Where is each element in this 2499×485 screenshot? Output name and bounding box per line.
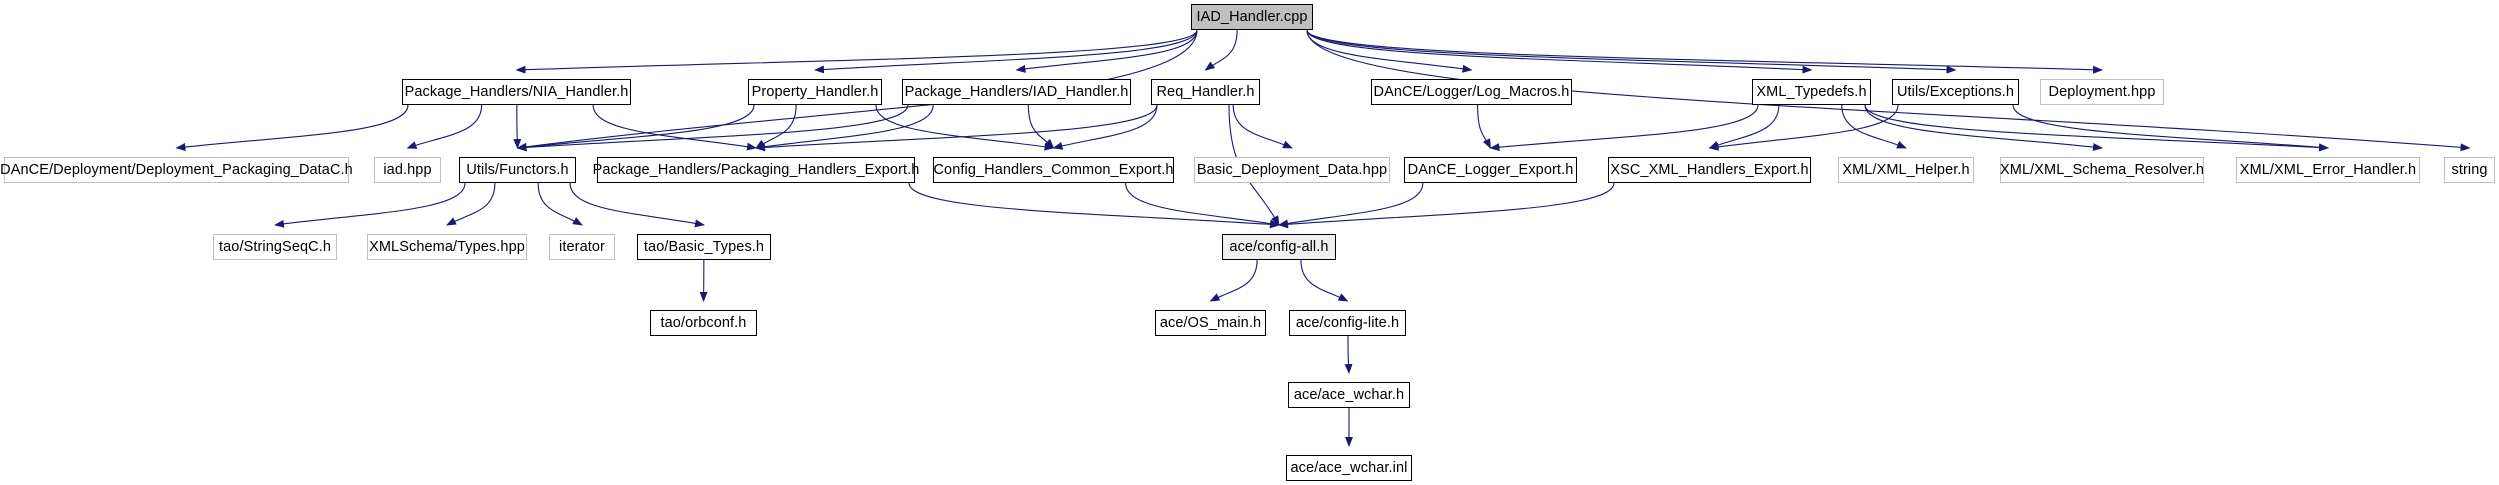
graph-edge [1125,182,1280,228]
graph-edge [1278,182,1615,229]
graph-node-xml-xml-error-handler-h[interactable]: XML/XML_Error_Handler.h [2236,157,2420,183]
graph-node-ace-ace-wchar-h[interactable]: ace/ace_wchar.h [1288,382,1410,408]
graph-edge [1306,29,1813,74]
graph-edge [406,104,483,149]
graph-edge [908,182,1280,229]
graph-edge [569,182,705,228]
graph-node-xsc-xml-handlers-export-h[interactable]: XSC_XML_Handlers_Export.h [1608,157,1811,183]
graph-node-iad-hpp[interactable]: iad.hpp [374,157,441,183]
graph-edge [1489,104,1759,152]
graph-node-ace-config-all-h[interactable]: ace/config-all.h [1222,234,1336,260]
graph-node-config-handlers-common-export-h[interactable]: Config_Handlers_Common_Export.h [933,157,1174,183]
graph-edge [446,182,496,226]
graph-edge [537,182,583,226]
graph-edge [1864,104,2329,152]
graph-edge [1052,104,1158,150]
graph-node-dance-logger-export-h[interactable]: DAnCE_Logger_Export.h [1404,157,1577,183]
graph-edge [516,104,755,152]
graph-node-req-handler-h[interactable]: Req_Handler.h [1151,79,1260,105]
graph-node-tao-basic-types-h[interactable]: tao/Basic_Types.h [637,234,771,260]
graph-node-tao-stringseqc-h[interactable]: tao/StringSeqC.h [213,234,337,260]
graph-node-package-handlers-nia-handler-h[interactable]: Package_Handlers/NIA_Handler.h [402,79,631,105]
graph-node-iterator[interactable]: iterator [549,234,615,260]
graph-edge [1306,29,2471,152]
graph-edge [175,104,409,151]
graph-node-xml-xml-schema-resolver-h[interactable]: XML/XML_Schema_Resolver.h [2000,157,2204,183]
graph-edge [1477,104,1491,149]
graph-node-property-handler-h[interactable]: Property_Handler.h [748,79,882,105]
graph-edge [516,104,909,152]
graph-node-package-handlers-iad-handler-h[interactable]: Package_Handlers/IAD_Handler.h [902,79,1131,105]
graph-node-ace-os-main-h[interactable]: ace/OS_main.h [1155,310,1266,336]
graph-edge [1278,182,1424,228]
graph-edge [592,104,757,151]
graph-node-dance-logger-log-macros-h[interactable]: DAnCE/Logger/Log_Macros.h [1371,79,1572,105]
graph-edge [1300,259,1349,302]
graph-edge [1027,104,1055,149]
edge-group [175,29,2471,447]
graph-node-ace-ace-wchar-inl[interactable]: ace/ace_wchar.inl [1286,455,1412,481]
graph-edge [814,29,1198,74]
graph-edge [1841,104,1907,149]
graph-node-dance-deployment-deployment-packaging-datac-h[interactable]: DAnCE/Deployment/Deployment_Packaging_Da… [0,157,353,183]
graph-edge [1708,104,1899,151]
graph-edge [2012,104,2329,152]
graph-node-utils-exceptions-h[interactable]: Utils/Exceptions.h [1892,79,2019,105]
graph-edge [1306,29,1957,74]
graph-edge [1864,104,2103,152]
graph-node-xmlschema-types-hpp[interactable]: XMLSchema/Types.hpp [367,234,527,260]
graph-edge [274,182,466,228]
graph-edge [513,104,522,149]
graph-edge [1306,29,2103,74]
graph-edge [1232,104,1293,149]
graph-node-basic-deployment-data-hpp[interactable]: Basic_Deployment_Data.hpp [1194,157,1390,183]
graph-edge [875,104,1055,151]
graph-node-tao-orbconf-h[interactable]: tao/orbconf.h [650,310,757,336]
graph-node-string[interactable]: string [2444,157,2495,183]
graph-edge [1209,259,1258,302]
graph-edge [755,104,797,149]
graph-edge [1015,29,1198,73]
graph-node-iad-handler-cpp[interactable]: IAD_Handler.cpp [1191,4,1313,30]
graph-edge [515,29,1198,74]
graph-edge [755,104,1158,152]
graph-node-ace-config-lite-h[interactable]: ace/config-lite.h [1289,310,1406,336]
graph-node-xml-xml-helper-h[interactable]: XML/XML_Helper.h [1838,157,1974,183]
graph-node-utils-functors-h[interactable]: Utils/Functors.h [459,157,576,183]
graph-edge [1204,29,1238,71]
graph-edge [755,104,934,151]
graph-node-xml-typedefs-h[interactable]: XML_Typedefs.h [1752,79,1871,105]
graph-node-package-handlers-packaging-handlers-export-h[interactable]: Package_Handlers/Packaging_Handlers_Expo… [593,157,919,183]
graph-node-deployment-hpp[interactable]: Deployment.hpp [2040,79,2164,105]
graph-edge [1708,104,1780,149]
graph-edge [1344,335,1353,374]
